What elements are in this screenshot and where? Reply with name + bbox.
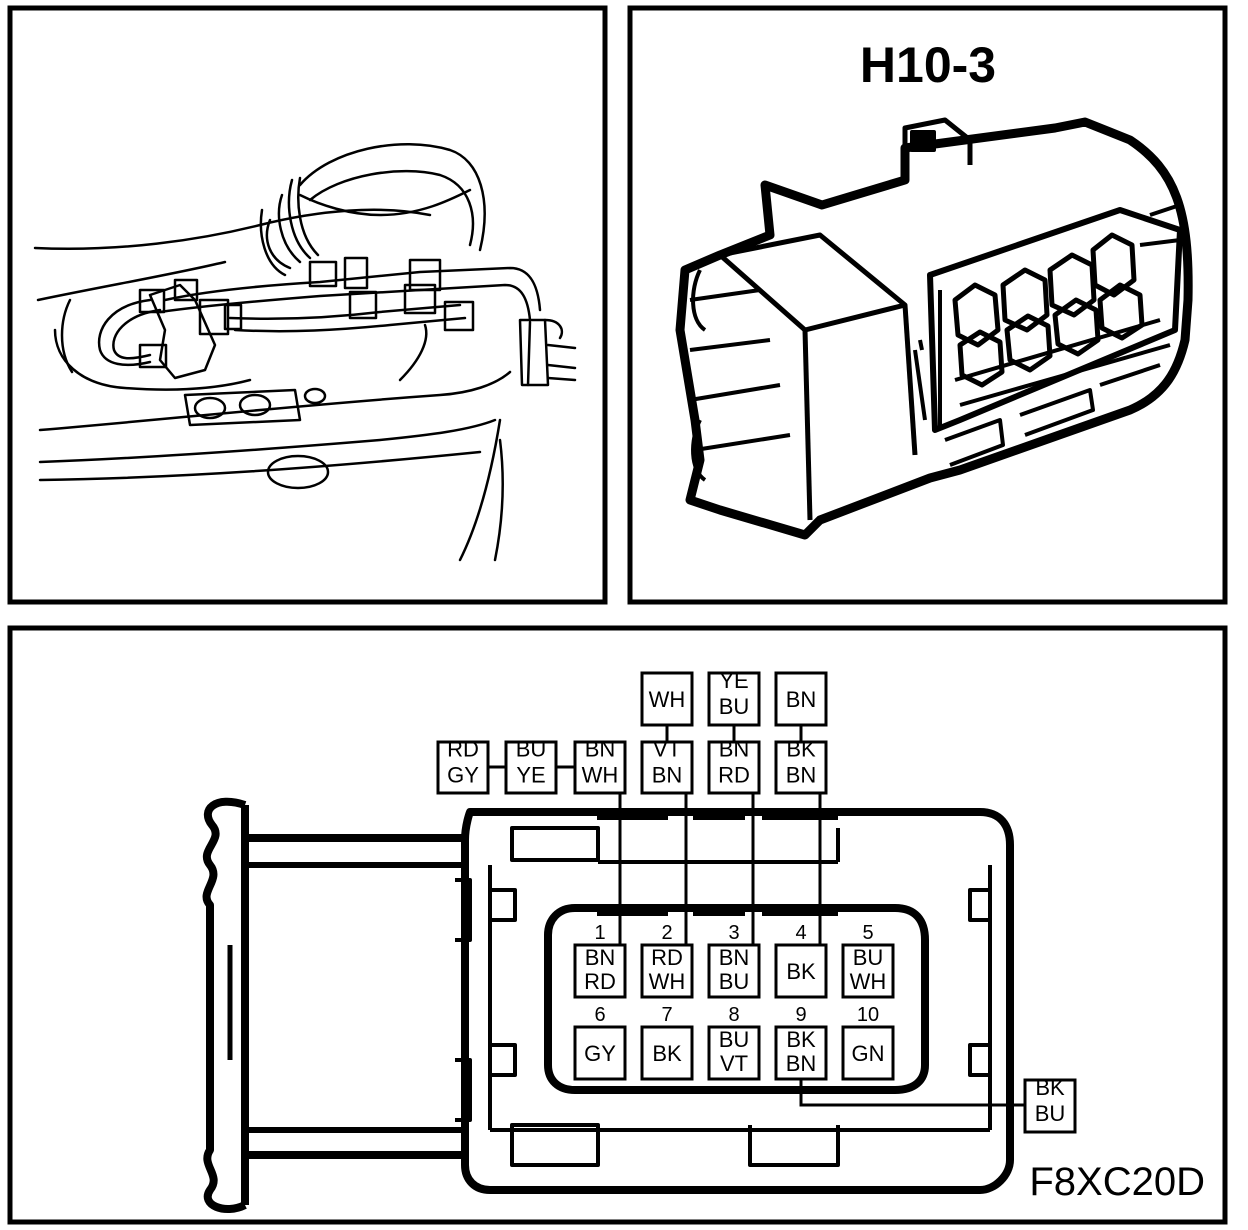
- pin-wire-color: BU: [853, 945, 884, 970]
- pin-7: 7BK: [640, 1004, 694, 1081]
- connector-face-outline: [202, 797, 1014, 1213]
- pin-number: 5: [862, 922, 873, 944]
- connector-3d-panel: H10-3: [627, 5, 1228, 605]
- pin-wire-color: BN: [585, 945, 616, 970]
- wire-label-pin1-end-text: RD: [447, 737, 479, 762]
- pin-cavity-box: [640, 1025, 694, 1081]
- engine-harness-drawing: [33, 143, 577, 562]
- wire-label-pin4-text: BK: [786, 737, 816, 762]
- pin-number: 10: [857, 1004, 879, 1026]
- location-view-panel: [7, 5, 608, 605]
- pin-wire-color: WH: [649, 969, 686, 994]
- wire-label-pin1-end-text: GY: [447, 763, 479, 788]
- pin-number: 3: [728, 922, 739, 944]
- wire-label-pin4-box: [774, 740, 828, 795]
- pin-4: 4BK: [774, 922, 828, 999]
- connector-3d-drawing: [675, 117, 1193, 540]
- wire-label-pin3-top-box: [707, 671, 761, 727]
- pin-cavity-box: [841, 943, 895, 999]
- wire-label-pin3-box: [707, 740, 761, 795]
- pin-number: 8: [728, 1004, 739, 1026]
- pin-cavity-box: [774, 1025, 828, 1081]
- wire-label-pin4-top-box: [774, 671, 828, 727]
- pin-wire-color: BU: [719, 969, 750, 994]
- wire-label-pin3-top-text: BU: [719, 694, 750, 719]
- pin-cavity-box: [707, 943, 761, 999]
- wire-label-pin1-box: [573, 740, 627, 795]
- pin-cavity-box: [841, 1025, 895, 1081]
- wire-label-pin9-text: BU: [1035, 1101, 1066, 1126]
- pin-cavity-box: [640, 943, 694, 999]
- pin-cavity-box: [707, 1025, 761, 1081]
- wire-label-pin4-text: BN: [786, 763, 817, 788]
- wire-label-pin2-top-box: [640, 671, 694, 727]
- pin-wire-color: BN: [786, 1051, 817, 1076]
- pinout-panel: 1BNRD2RDWH3BNBU4BK5BUWH6GY7BK8BUVT9BKBN1…: [7, 625, 1228, 1225]
- pin-wire-color: RD: [584, 969, 616, 994]
- pin-number: 4: [795, 922, 806, 944]
- pin-wire-color: VT: [720, 1051, 748, 1076]
- pin-wire-color: BU: [719, 1027, 750, 1052]
- wire-line: [799, 1079, 1025, 1107]
- pin-wire-color: BK: [786, 1027, 816, 1052]
- wire-label-pin9-text: BK: [1035, 1075, 1065, 1100]
- pin-wire-color: BK: [786, 959, 816, 984]
- pin-wire-color: BK: [652, 1041, 682, 1066]
- pin-number: 7: [661, 1004, 672, 1026]
- pin-number: 6: [594, 1004, 605, 1026]
- pin-cavities: 1BNRD2RDWH3BNBU4BK5BUWH6GY7BK8BUVT9BKBN1…: [573, 922, 895, 1081]
- pin-cavity-box: [573, 1025, 627, 1081]
- wire-label-pin1-text: WH: [582, 763, 619, 788]
- wire-label-pin4-top: BN: [774, 671, 828, 727]
- wire-label-pin1-end-box: [436, 740, 490, 795]
- connector-title: H10-3: [860, 37, 996, 93]
- pin-6: 6GY: [573, 1004, 627, 1081]
- pin-number: 2: [661, 922, 672, 944]
- pin-number: 1: [594, 922, 605, 944]
- wire-label-pin3-text: RD: [718, 763, 750, 788]
- wire-label-pin3-top-text: YE: [719, 668, 748, 693]
- wire-routes: [487, 725, 1025, 1107]
- wire-label-pin2-top-text: WH: [649, 687, 686, 712]
- pin-cavity-box: [573, 943, 627, 999]
- pin-cavity-box: [774, 943, 828, 999]
- wire-label-pin1-mid-text: YE: [516, 763, 545, 788]
- pin-wire-color: GY: [584, 1041, 616, 1066]
- pin-wire-color: WH: [850, 969, 887, 994]
- wire-label-pin2-text: VT: [653, 737, 681, 762]
- wire-label-pin3-text: BN: [719, 737, 750, 762]
- wire-label-pin9-box: [1023, 1078, 1077, 1134]
- wire-label-pin1-mid-text: BU: [516, 737, 547, 762]
- pin-wire-color: BN: [719, 945, 750, 970]
- wire-label-pin1-mid-box: [504, 740, 558, 795]
- wire-label-pin2-box: [640, 740, 694, 795]
- wire-label-pin2-top: WH: [640, 671, 694, 727]
- pin-number: 9: [795, 1004, 806, 1026]
- pin-wire-color: RD: [651, 945, 683, 970]
- wire-label-pin2-text: BN: [652, 763, 683, 788]
- wire-label-pin1-text: BN: [585, 737, 616, 762]
- wire-label-pin4-top-text: BN: [786, 687, 817, 712]
- pin-wire-color: GN: [852, 1041, 885, 1066]
- figure-code: F8XC20D: [1029, 1160, 1205, 1204]
